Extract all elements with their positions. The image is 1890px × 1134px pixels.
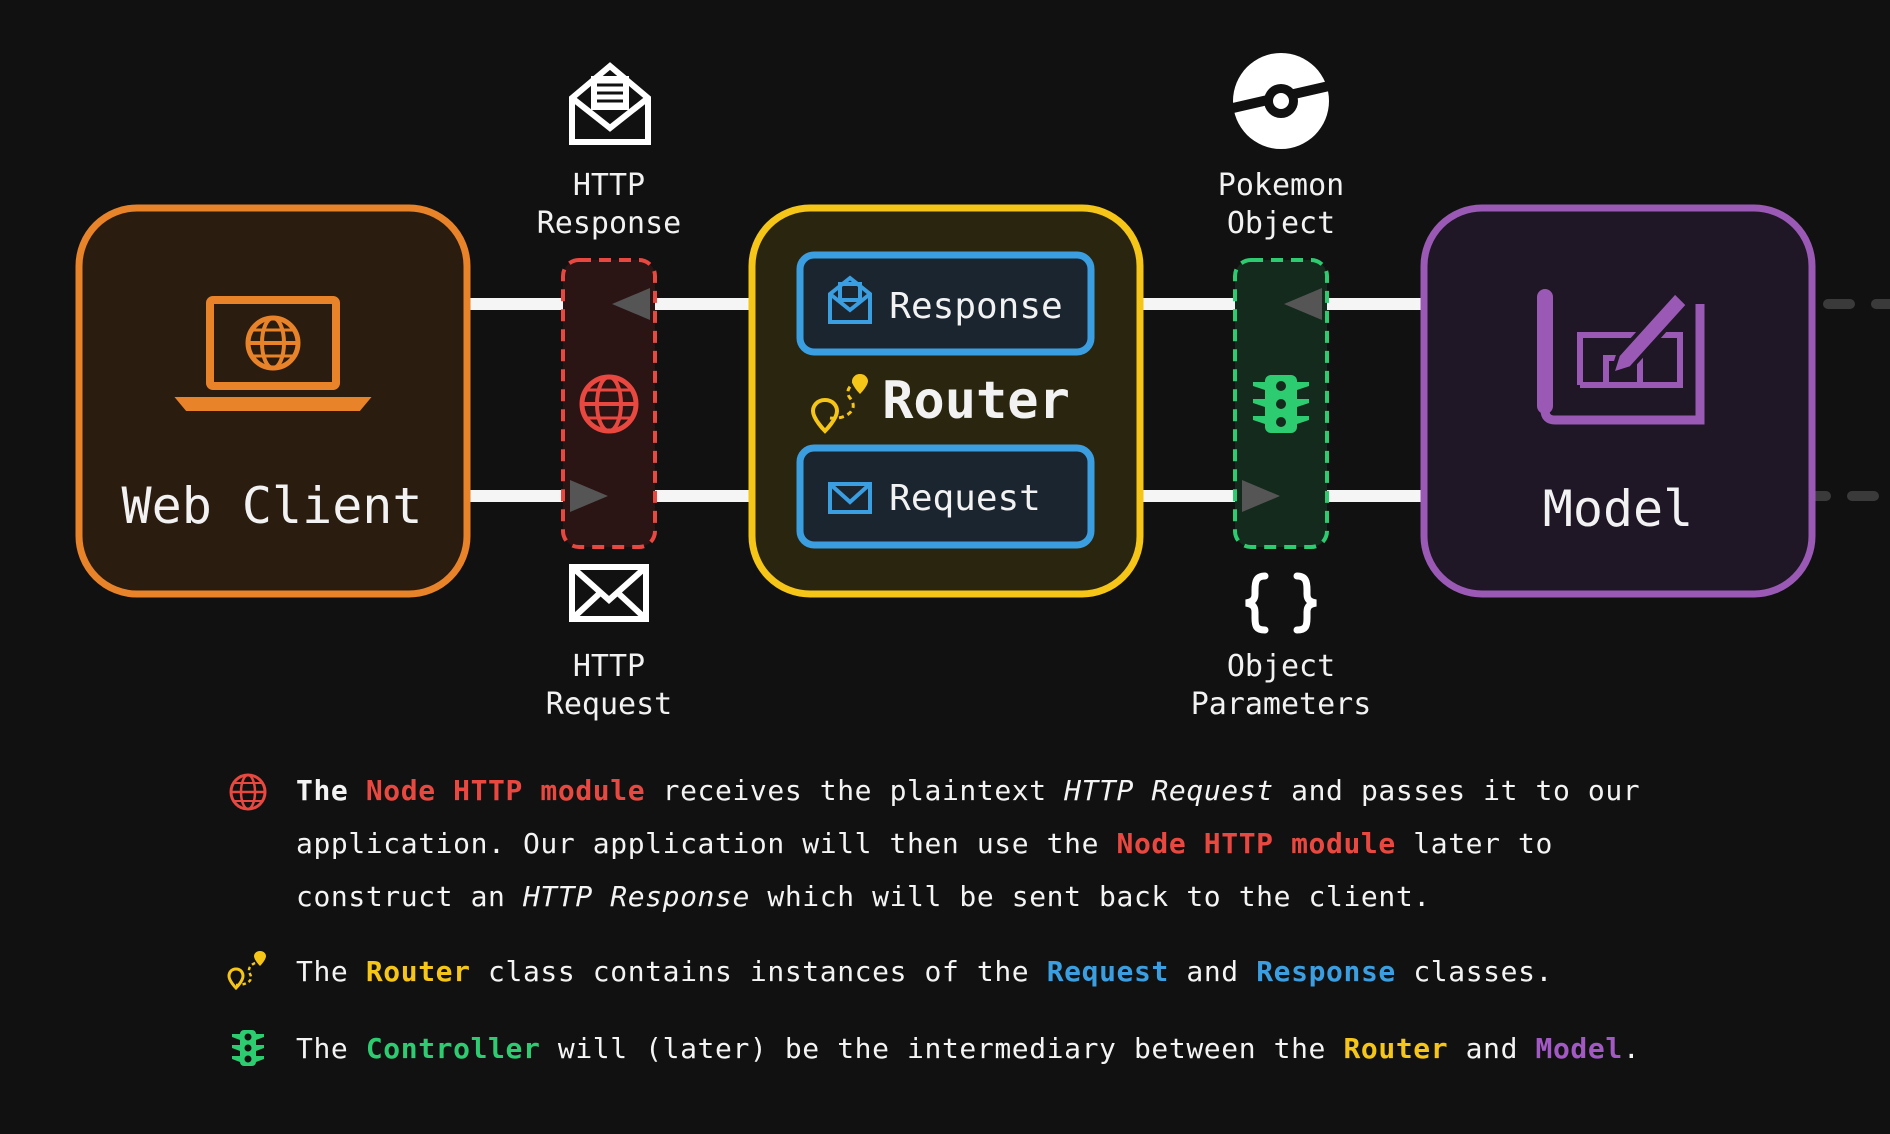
controller-capsule [1233,258,1329,549]
envelope-icon [569,564,649,622]
model-node: Model [1420,204,1816,598]
router-label: Router [882,371,1070,431]
object-parameters-label-2: Parameters [1191,687,1372,722]
laptop-icon [174,296,372,411]
router-node: Response Router Request [748,204,1144,598]
pokemon-object-label-1: Pokemon [1218,168,1344,203]
route-icon [810,374,869,434]
web-client-label: Web Client [121,477,422,535]
web-client-node: Web Client [75,204,471,598]
response-arrow-icon [612,288,650,320]
curly-braces-icon [1245,572,1317,634]
object-parameters-label-1: Object [1227,649,1335,684]
open-envelope-icon [828,275,872,324]
blueprint-icon [1537,289,1705,425]
response-box-label: Response [889,286,1062,327]
response-box: Response [796,251,1095,356]
request-arrow-icon [570,480,608,512]
envelope-icon [828,482,872,514]
http-request-label-2: Request [546,687,672,722]
pokemon-object-label-2: Object [1227,206,1335,241]
request-box-label: Request [889,478,1041,519]
pokeball-icon [1231,53,1331,149]
http-module-capsule [561,258,657,549]
http-request-label-1: HTTP [573,649,645,684]
traffic-light-icon [1253,375,1309,433]
response-arrow-icon [1284,288,1322,320]
http-response-label-1: HTTP [573,168,645,203]
open-envelope-icon [569,62,651,145]
request-box: Request [796,444,1095,549]
http-response-label-2: Response [537,206,682,241]
request-arrow-icon [1242,480,1280,512]
model-label: Model [1543,480,1694,538]
globe-icon [579,374,639,434]
